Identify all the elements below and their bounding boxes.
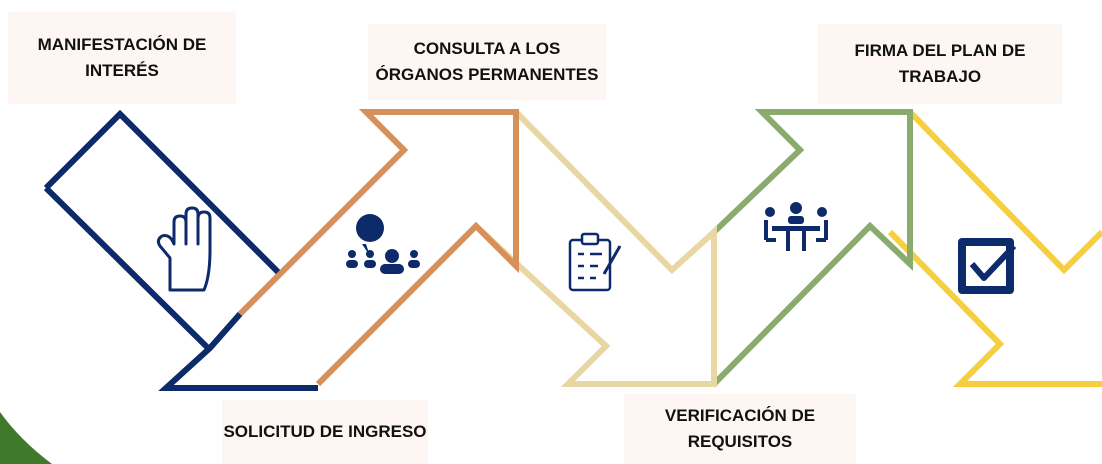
step-4-label: VERIFICACIÓN DE REQUISITOS — [624, 394, 856, 464]
meeting-table-icon — [764, 202, 828, 251]
corner-leaf-decoration — [0, 412, 52, 464]
step-5-arrow — [907, 109, 1102, 275]
step-4-arrow — [711, 109, 913, 387]
checked-box-icon — [958, 238, 1017, 294]
step-1-arrow — [43, 109, 281, 275]
step-1-label: MANIFESTACIÓN DE INTERÉS — [8, 12, 236, 104]
clipboard-checklist-icon — [568, 232, 622, 292]
step-5-label: FIRMA DEL PLAN DE TRABAJO — [818, 24, 1062, 104]
step-1-arrow-inner — [43, 185, 213, 353]
step-5-arrow-bottom — [887, 229, 1102, 387]
step-1-arrow-bottom — [158, 312, 318, 391]
raised-hand-icon — [156, 206, 212, 292]
step-2-arrow — [237, 109, 519, 387]
step-2-label: SOLICITUD DE INGRESO — [222, 400, 428, 464]
step-3-arrow — [475, 109, 717, 387]
group-speaker-icon — [346, 214, 420, 274]
step-3-label: CONSULTA A LOS ÓRGANOS PERMANENTES — [368, 24, 606, 100]
